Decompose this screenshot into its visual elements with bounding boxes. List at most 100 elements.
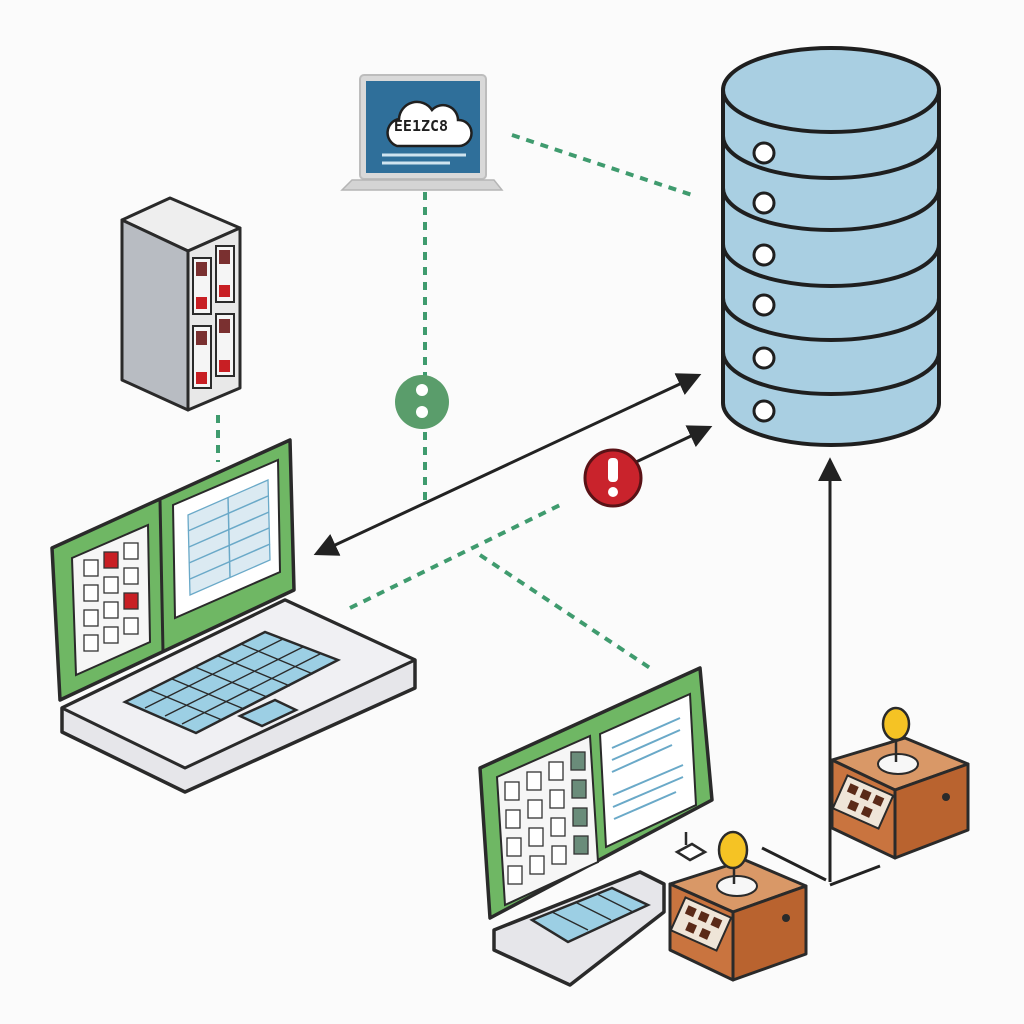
keyboard	[529, 886, 651, 944]
disk-separator	[721, 243, 941, 288]
grid-cell	[83, 559, 99, 577]
server-slot	[192, 257, 212, 315]
disk-separator	[721, 187, 941, 232]
grid-cell	[529, 855, 545, 875]
text-line	[611, 717, 681, 749]
grid-cell	[572, 807, 588, 827]
keyboard-keys	[551, 911, 589, 931]
label-glyph	[847, 799, 860, 812]
label-glyph	[860, 805, 873, 818]
server-slot	[192, 325, 212, 389]
screen-left-panel	[495, 734, 600, 907]
touchpad[interactable]	[236, 698, 299, 728]
grid-cell	[527, 799, 543, 819]
dot-icon	[416, 384, 428, 396]
grid-cell	[526, 771, 542, 791]
status-warning-badge[interactable]	[583, 448, 643, 508]
grid-cell	[103, 601, 119, 619]
laptop-base	[340, 179, 504, 191]
disk-indicator-icon	[752, 191, 776, 215]
grid-cell	[103, 626, 119, 644]
server-slot	[215, 313, 235, 377]
label-glyph	[698, 927, 711, 940]
cloud-screen-label: ЕЕ1ZC8	[394, 117, 448, 135]
grid-cell	[83, 584, 99, 602]
disk-separator	[721, 351, 941, 396]
dashed-link-laptop-database	[511, 133, 693, 197]
text-line	[611, 729, 681, 761]
sensor-dial-icon	[716, 875, 758, 897]
bulb-icon	[717, 830, 749, 870]
grid-cell	[103, 551, 119, 569]
port-icon	[942, 793, 950, 801]
sensor-dial-icon	[877, 753, 919, 775]
grid-cell	[506, 837, 522, 857]
server-rack[interactable]	[120, 196, 242, 412]
keyboard-keys	[596, 893, 634, 913]
disk-separator	[721, 297, 941, 342]
database[interactable]	[721, 46, 941, 447]
grid-cell	[551, 845, 567, 865]
grid-cell	[123, 617, 139, 635]
text-line	[612, 764, 684, 796]
grid-cell	[103, 576, 119, 594]
grid-cell	[123, 542, 139, 560]
port-icon	[782, 914, 790, 922]
bulb-icon	[881, 706, 911, 742]
keyboard-keys	[144, 638, 321, 725]
cloud-laptop[interactable]: ЕЕ1ZC8	[340, 74, 504, 191]
disk-indicator-icon	[752, 141, 776, 165]
iot-box-right[interactable]	[830, 706, 970, 860]
label-glyph	[685, 921, 698, 934]
grid-cell	[123, 592, 139, 610]
text-line	[613, 791, 677, 820]
keyboard-keys	[574, 901, 612, 921]
grid-cell	[548, 761, 564, 781]
green-workstation[interactable]	[478, 666, 714, 987]
cable	[674, 842, 708, 862]
server-slot	[215, 245, 235, 303]
label-glyph	[846, 783, 859, 796]
label-glyph	[859, 789, 872, 801]
link-box-base	[829, 864, 881, 887]
grid-cell	[570, 751, 586, 771]
disk-indicator-icon	[752, 293, 776, 317]
iot-box-front[interactable]	[668, 830, 808, 982]
grid-cell	[83, 609, 99, 627]
screen-divider	[158, 499, 165, 653]
arrow-warning-database	[635, 425, 713, 464]
grid-cell	[573, 835, 589, 855]
disk-indicator-icon	[752, 346, 776, 370]
text-line	[612, 776, 684, 808]
exclamation-icon	[608, 458, 618, 482]
box-label-panel	[669, 896, 733, 952]
label-glyph	[684, 905, 697, 918]
grid-cell	[528, 827, 544, 847]
green-laptop[interactable]	[50, 438, 417, 794]
dashed-link-laptop-center	[349, 503, 561, 610]
grid-cell	[83, 634, 99, 652]
grid-cell	[549, 789, 565, 809]
dot-icon	[416, 406, 428, 418]
link-box-front	[761, 846, 827, 882]
box-label-panel	[831, 774, 895, 830]
arrow-laptop-database	[313, 373, 702, 556]
grid-cell	[571, 779, 587, 799]
label-glyph	[697, 911, 710, 923]
text-line	[611, 744, 673, 773]
dashed-link-center-workstation	[478, 553, 652, 670]
grid-cell	[504, 781, 520, 801]
disk-indicator-icon	[752, 243, 776, 267]
grid-cell	[505, 809, 521, 829]
grid-cell	[550, 817, 566, 837]
exclamation-dot-icon	[608, 487, 618, 497]
status-ok-badge[interactable]	[395, 375, 449, 429]
cloud-icon	[386, 100, 473, 148]
label-glyph	[710, 916, 723, 929]
screen-right-panel	[598, 692, 698, 849]
connections	[216, 133, 881, 887]
grid-cell	[123, 567, 139, 585]
disk-indicator-icon	[752, 399, 776, 423]
label-glyph	[872, 794, 885, 807]
